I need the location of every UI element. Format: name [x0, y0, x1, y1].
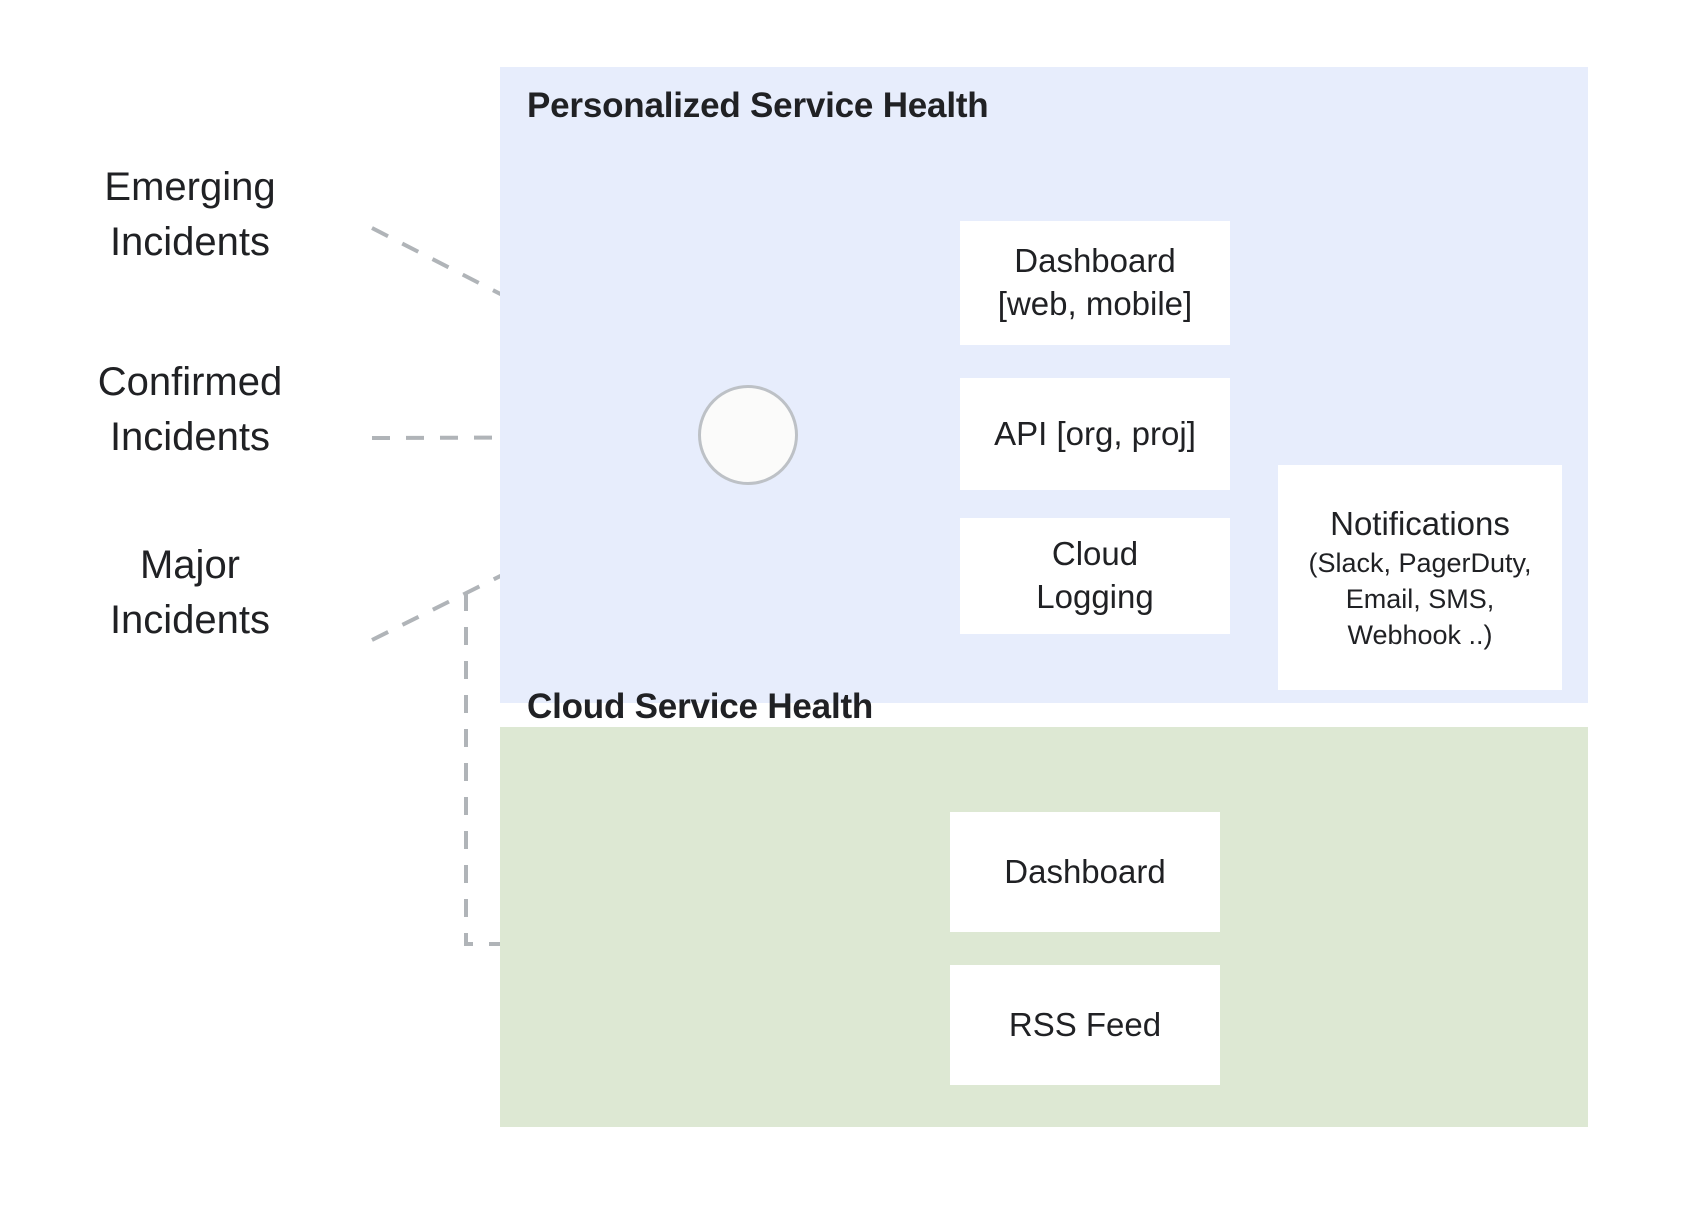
node-notifications-title: Notifications	[1330, 504, 1510, 542]
node-notifications-detail-line3: Webhook ..)	[1347, 620, 1493, 651]
node-cloud-logging-line2: Logging	[1036, 578, 1154, 615]
source-label-confirmed-incidents: Confirmed Incidents	[0, 355, 380, 465]
cloud-service-health-title: Cloud Service Health	[527, 687, 874, 726]
source-label-emerging-incidents: Emerging Incidents	[0, 160, 380, 270]
node-notifications-detail-line2: Email, SMS,	[1345, 584, 1495, 615]
node-api-org-proj[interactable]: API [org, proj]	[960, 378, 1230, 490]
source-emerging-line1: Emerging	[104, 165, 276, 209]
node-cloud-logging-line1: Cloud	[1051, 535, 1139, 573]
node-csh-dashboard-label: Dashboard	[1004, 852, 1166, 890]
node-cloud-service-health-rss-feed[interactable]: RSS Feed	[950, 965, 1220, 1085]
node-dashboard-web-line2: [web, mobile]	[997, 285, 1193, 322]
node-csh-rss-label: RSS Feed	[1008, 1005, 1162, 1043]
node-notifications-detail-line1: (Slack, PagerDuty,	[1308, 548, 1532, 579]
node-notifications[interactable]: Notifications (Slack, PagerDuty, Email, …	[1278, 465, 1562, 690]
node-api-line1: API [org, proj]	[994, 414, 1196, 452]
node-dashboard-web-line1: Dashboard	[1014, 242, 1176, 280]
incident-aggregation-hub-node	[698, 385, 798, 485]
node-cloud-logging[interactable]: Cloud Logging	[960, 518, 1230, 634]
source-confirmed-line2: Incidents	[109, 415, 271, 460]
personalized-service-health-title: Personalized Service Health	[527, 86, 989, 125]
source-major-line1: Major	[139, 543, 241, 587]
source-major-line2: Incidents	[109, 598, 271, 643]
source-label-major-incidents: Major Incidents	[0, 538, 380, 648]
source-emerging-line2: Incidents	[109, 220, 271, 265]
node-dashboard-web-mobile[interactable]: Dashboard [web, mobile]	[960, 221, 1230, 345]
node-cloud-service-health-dashboard[interactable]: Dashboard	[950, 812, 1220, 932]
source-confirmed-line1: Confirmed	[97, 360, 283, 404]
